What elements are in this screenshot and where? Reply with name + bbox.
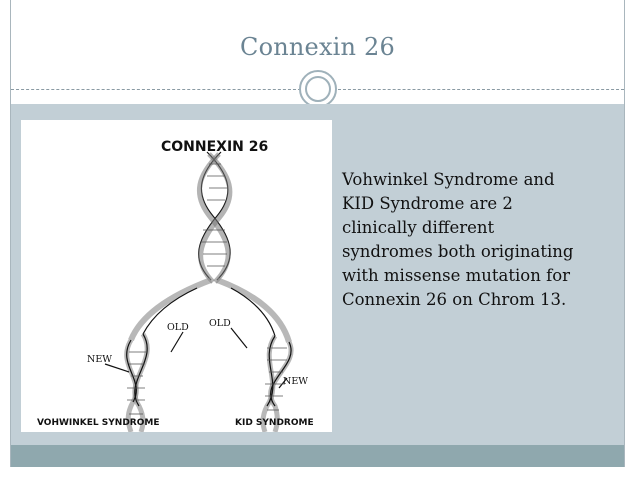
caption-vohwinkel: VOHWINKEL SYNDROME: [37, 418, 159, 428]
circle-ornament-icon: [299, 70, 337, 108]
footer-bar: [11, 445, 624, 467]
slide-body-text: Vohwinkel Syndrome and KID Syndrome are …: [342, 168, 612, 312]
label-old-left: OLD: [167, 322, 189, 333]
label-old-right: OLD: [209, 318, 231, 329]
slide-title: Connexin 26: [11, 33, 624, 61]
caption-kid: KID SYNDROME: [235, 418, 314, 428]
dna-helix-figure: CONNEXIN 26 OLD OLD NEW NEW VOHWINKEL SY…: [21, 120, 332, 432]
figure-title: CONNEXIN 26: [161, 139, 268, 155]
label-new-left: NEW: [87, 354, 112, 365]
label-new-right: NEW: [283, 376, 308, 387]
title-divider-left: [11, 89, 301, 90]
title-divider-right: [338, 89, 624, 90]
